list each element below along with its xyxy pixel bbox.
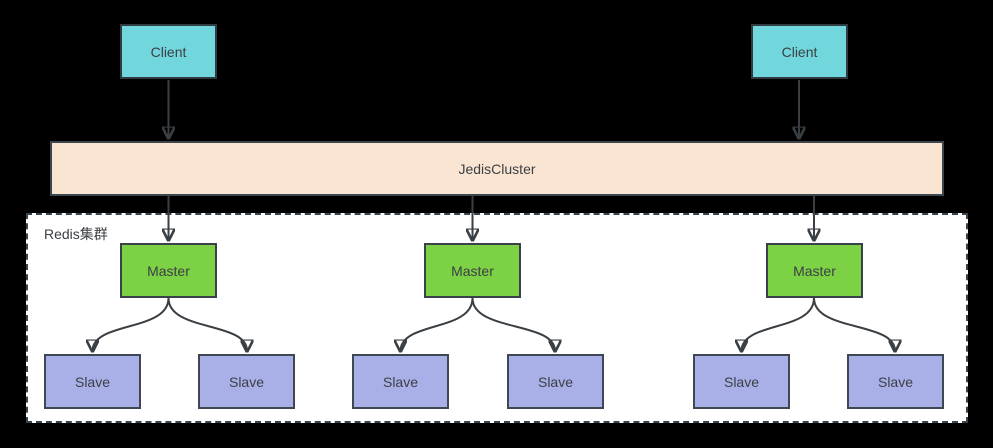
client-node-2-label: Client (781, 43, 818, 60)
master-node-2-label: Master (451, 262, 494, 279)
cluster-group-label: Redis集群 (44, 226, 108, 242)
master-node-1-label: Master (147, 262, 190, 279)
master-node-3-label: Master (793, 262, 836, 279)
jediscluster-bar: JedisCluster (50, 141, 944, 196)
slave-node-1-label: Slave (74, 373, 111, 390)
slave-node-3-label: Slave (382, 373, 419, 390)
slave-node-4-label: Slave (537, 373, 574, 390)
slave-node-4: Slave (507, 354, 604, 409)
slave-node-5-label: Slave (723, 373, 760, 390)
client-node-2: Client (751, 24, 848, 79)
slave-node-3: Slave (352, 354, 449, 409)
master-node-2: Master (424, 243, 521, 298)
client-node-1-label: Client (150, 43, 187, 60)
slave-node-2: Slave (198, 354, 295, 409)
slave-node-5: Slave (693, 354, 790, 409)
slave-node-6: Slave (847, 354, 944, 409)
jediscluster-label: JedisCluster (458, 160, 536, 177)
slave-node-6-label: Slave (877, 373, 914, 390)
master-node-1: Master (120, 243, 217, 298)
slave-node-1: Slave (44, 354, 141, 409)
master-node-3: Master (766, 243, 863, 298)
slave-node-2-label: Slave (228, 373, 265, 390)
client-node-1: Client (120, 24, 217, 79)
